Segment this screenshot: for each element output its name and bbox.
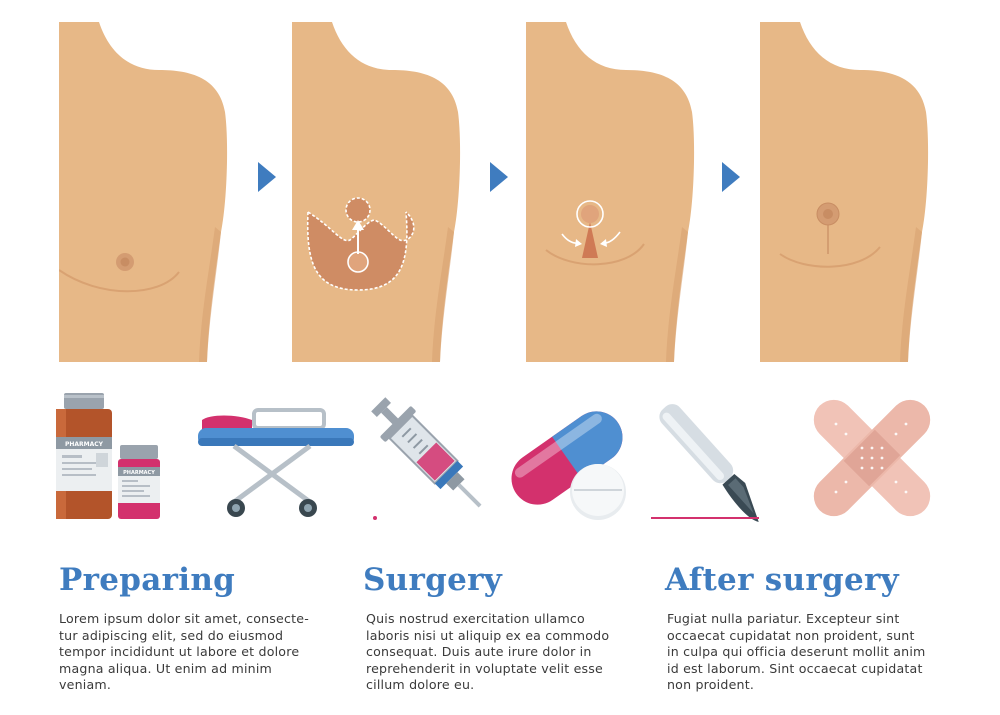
svg-text:PHARMACY: PHARMACY (65, 441, 104, 448)
section-text-preparing: Lorem ipsum dolor sit amet, consecte- tu… (59, 611, 309, 693)
torso-before-illustration (59, 22, 228, 362)
step-arrow-1 (258, 162, 276, 196)
svg-text:PHARMACY: PHARMACY (123, 470, 155, 476)
torso-marking-illustration (292, 22, 461, 362)
torso-closing-illustration (526, 22, 695, 362)
step-arrow-3 (722, 162, 740, 196)
capsule-pill-icon (505, 400, 629, 526)
scalpel-icon (641, 398, 783, 526)
torso-panel-after (760, 22, 932, 362)
section-title-after-surgery: After surgery (665, 562, 899, 598)
section-text-after-surgery: Fugiat nulla pariatur. Excepteur sint oc… (667, 611, 926, 693)
step-arrow-2 (490, 162, 508, 196)
stretcher-icon (196, 408, 356, 524)
torso-panel-marking (292, 22, 464, 362)
torso-after-illustration (760, 22, 929, 362)
pharmacy-bottles-icon: PHARMACY PHARMACY (56, 393, 162, 525)
section-title-preparing: Preparing (59, 562, 236, 598)
section-title-surgery: Surgery (363, 562, 503, 598)
torso-panel-closing (526, 22, 698, 362)
bandage-icon (806, 394, 938, 526)
syringe-icon (366, 392, 498, 528)
section-text-surgery: Quis nostrud exercitation ullamco labori… (366, 611, 610, 693)
torso-panel-before (59, 22, 231, 362)
